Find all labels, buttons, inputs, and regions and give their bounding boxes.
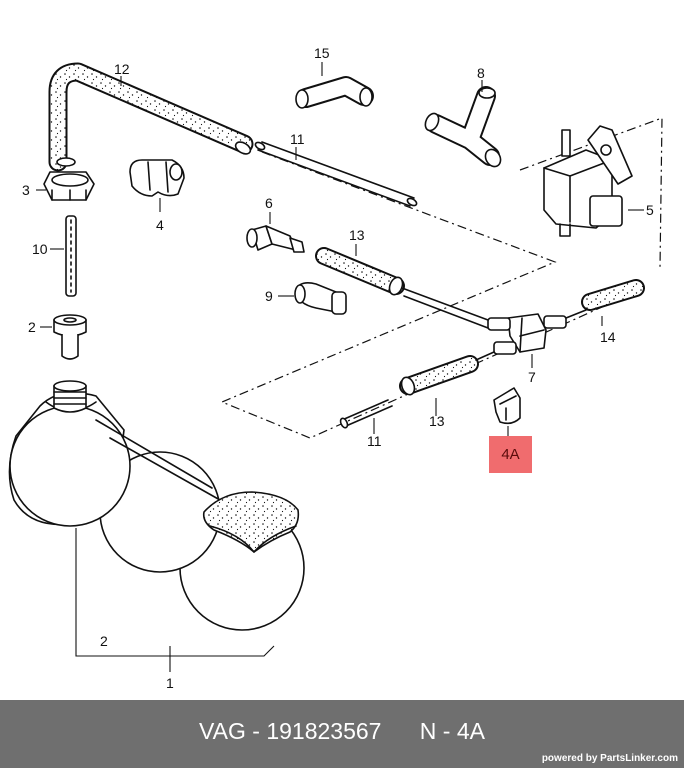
leader-lines bbox=[36, 62, 644, 672]
callout-11-bottom: 11 bbox=[367, 433, 382, 449]
parts-diagram: 12 11 3 4 15 8 5 6 13 10 9 2 14 7 13 11 … bbox=[8, 45, 663, 691]
callout-4: 4 bbox=[156, 217, 164, 233]
part-6-fitting bbox=[246, 225, 305, 253]
callout-labels: 12 11 3 4 15 8 5 6 13 10 9 2 14 7 13 11 … bbox=[22, 45, 654, 691]
callout-1: 1 bbox=[166, 675, 174, 691]
powered-by-credit[interactable]: powered by PartsLinker.com bbox=[541, 753, 678, 764]
callout-6: 6 bbox=[265, 195, 273, 211]
callout-2-bottom: 2 bbox=[100, 633, 108, 649]
callout-2-left: 2 bbox=[28, 319, 36, 335]
callout-10: 10 bbox=[32, 241, 48, 257]
highlighted-part-label-4a[interactable]: 4A bbox=[489, 436, 532, 473]
part-13-lower-hose bbox=[399, 351, 495, 396]
part-14-hose bbox=[565, 279, 645, 319]
callout-9: 9 bbox=[265, 288, 273, 304]
part-12-bent-hose bbox=[48, 62, 254, 172]
part-4-clip bbox=[129, 159, 185, 197]
part-7-t-piece bbox=[487, 313, 567, 355]
part-2-grommet bbox=[53, 314, 87, 360]
part-4a-clip bbox=[493, 387, 521, 425]
part-1-container bbox=[8, 380, 305, 631]
part-3-nut bbox=[43, 171, 95, 201]
callout-11-top: 11 bbox=[290, 131, 305, 147]
part-11-lower-tube bbox=[339, 399, 393, 429]
part-5-valve bbox=[543, 125, 633, 237]
part-8-y-piece bbox=[424, 86, 502, 168]
callout-13-bottom: 13 bbox=[429, 413, 445, 429]
callout-13-top: 13 bbox=[349, 227, 365, 243]
part-10-rod bbox=[65, 215, 77, 297]
callout-14: 14 bbox=[600, 329, 616, 345]
callout-8: 8 bbox=[477, 65, 485, 81]
callout-7: 7 bbox=[528, 369, 536, 385]
part-9-cap bbox=[294, 282, 347, 315]
footer-bar: VAG - 191823567 N - 4A powered by PartsL… bbox=[0, 700, 684, 768]
part-13-upper-hose bbox=[315, 247, 405, 296]
part-11-upper-tube bbox=[254, 141, 418, 207]
callout-3: 3 bbox=[22, 182, 30, 198]
part-number-text: VAG - 191823567 N - 4A bbox=[199, 718, 485, 744]
callout-5: 5 bbox=[646, 202, 654, 218]
part-15-elbow-hose bbox=[295, 76, 374, 109]
callout-15: 15 bbox=[314, 45, 330, 61]
boundary-lines bbox=[220, 117, 663, 439]
callout-12: 12 bbox=[114, 61, 130, 77]
